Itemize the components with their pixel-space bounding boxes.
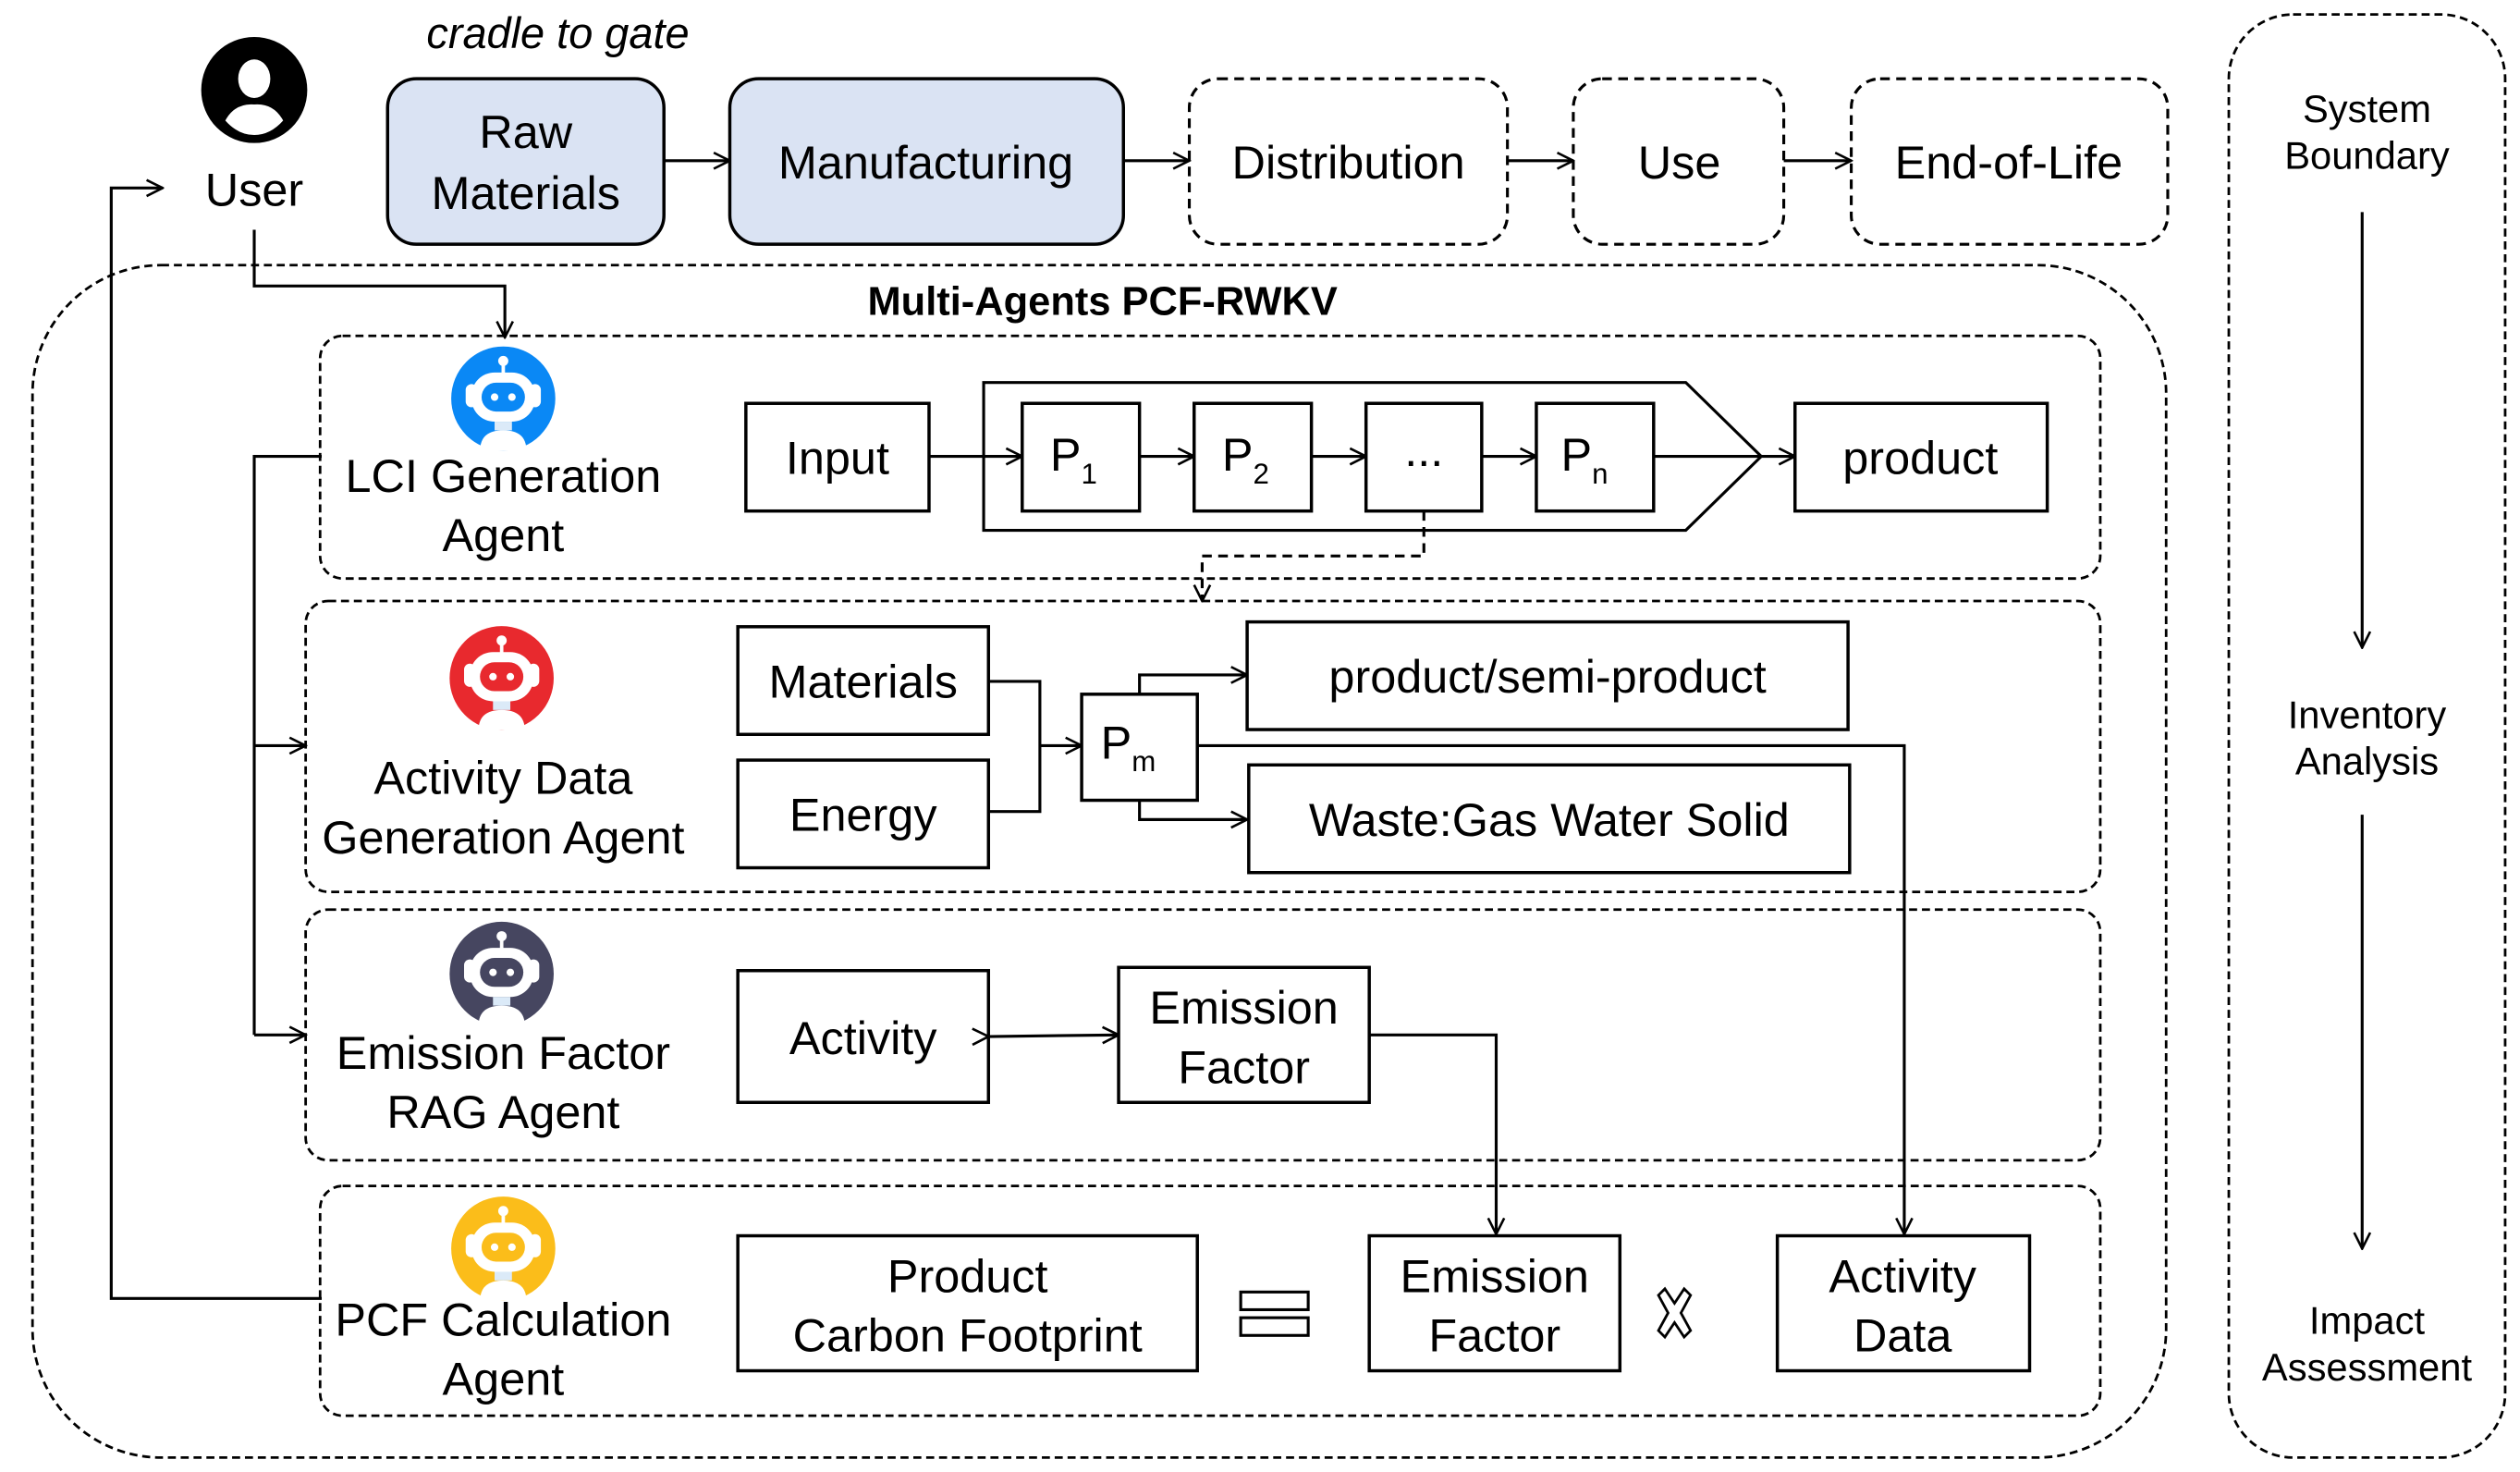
svg-text:Activity: Activity xyxy=(1829,1249,1976,1302)
stage-label: End-of-Life xyxy=(1895,136,2123,189)
svg-text:product: product xyxy=(1842,432,1998,485)
stage-distribution: Distribution xyxy=(1187,77,1510,246)
robot-icon xyxy=(451,1196,556,1301)
svg-text:Energy: Energy xyxy=(789,789,937,841)
svg-text:Emission: Emission xyxy=(1401,1249,1589,1302)
lca-phases-panel: System Boundary Inventory Analysis Impac… xyxy=(2227,13,2507,1459)
svg-text:Factor: Factor xyxy=(1178,1040,1310,1093)
waste-box: Waste:Gas Water Solid xyxy=(1247,763,1852,875)
agent-name: LCI Generation xyxy=(346,449,662,502)
process-pn: Pn xyxy=(1535,401,1656,513)
agent-name: Agent xyxy=(443,509,565,561)
stage-use: Use xyxy=(1572,77,1786,246)
scope-label: cradle to gate xyxy=(426,9,689,57)
arrow-pcf-to-user xyxy=(109,188,323,1300)
product-carbon-footprint-box: Product Carbon Footprint xyxy=(736,1233,1199,1373)
svg-text:Carbon Footprint: Carbon Footprint xyxy=(793,1309,1143,1362)
input-box: Input xyxy=(744,401,931,513)
agent-name: Agent xyxy=(443,1353,565,1405)
process-p1: P1 xyxy=(1021,401,1142,513)
agent-name: Activity Data xyxy=(373,752,633,804)
user-icon xyxy=(201,36,308,143)
agent-name: PCF Calculation xyxy=(335,1293,671,1345)
arrow-emission-factor-to-pcf xyxy=(1369,1033,1496,1234)
emission-factor-box: Emission Factor xyxy=(1117,965,1371,1104)
equation-emission-factor-box: Emission Factor xyxy=(1367,1233,1622,1373)
robot-icon xyxy=(449,922,554,1026)
phase-impact-assessment: Impact xyxy=(2309,1299,2426,1343)
equals-icon xyxy=(1239,1290,1310,1337)
svg-text:P2: P2 xyxy=(1222,428,1269,490)
svg-text:product/semi-product: product/semi-product xyxy=(1328,650,1766,703)
arrow-pm-to-activity-data xyxy=(1197,743,1904,1233)
dashed-arrow-to-activity xyxy=(1202,510,1425,601)
phase-system-boundary: Boundary xyxy=(2284,133,2450,177)
stage-label: Raw xyxy=(479,105,572,158)
process-chain-container xyxy=(982,381,1764,533)
activity-box: Activity xyxy=(736,969,991,1104)
process-pm: Pm xyxy=(1080,693,1199,803)
connector-materials xyxy=(988,680,1042,814)
semi-product-box: product/semi-product xyxy=(1245,619,1850,731)
phase-system-boundary: System xyxy=(2303,87,2431,130)
stage-manufacturing: Manufacturing xyxy=(728,77,1126,246)
robot-icon xyxy=(451,347,556,451)
stage-raw-materials: Raw Materials xyxy=(385,77,666,246)
phase-inventory-analysis: Analysis xyxy=(2295,740,2439,783)
multiply-icon xyxy=(1657,1286,1693,1340)
arrow-user-to-lci xyxy=(252,229,505,337)
svg-text:Emission: Emission xyxy=(1149,981,1338,1034)
svg-text:Factor: Factor xyxy=(1428,1309,1560,1362)
svg-text:Materials: Materials xyxy=(769,655,958,707)
activity-data-agent-row: Activity Data Generation Agent Materials… xyxy=(304,599,2102,893)
svg-text:Pn: Pn xyxy=(1561,428,1609,490)
pcf-calculation-agent-row: PCF Calculation Agent Product Carbon Foo… xyxy=(318,1184,2102,1417)
svg-text:Waste:Gas Water Solid: Waste:Gas Water Solid xyxy=(1309,793,1790,846)
stage-end-of-life: End-of-Life xyxy=(1850,77,2170,246)
connector-lci-branch xyxy=(252,455,323,1036)
phase-impact-assessment: Assessment xyxy=(2262,1345,2473,1389)
materials-box: Materials xyxy=(736,625,991,736)
svg-text:Pm: Pm xyxy=(1101,716,1156,778)
svg-text:Input: Input xyxy=(786,432,889,485)
stage-label: Distribution xyxy=(1232,136,1465,189)
svg-text:...: ... xyxy=(1404,423,1443,476)
lci-generation-agent-row: LCI Generation Agent Input P1 P2 ... Pn xyxy=(318,334,2102,601)
energy-box: Energy xyxy=(736,758,991,870)
phase-inventory-analysis: Inventory xyxy=(2288,693,2447,736)
svg-text:Activity: Activity xyxy=(789,1012,937,1064)
framework-title: Multi-Agents PCF-RWKV xyxy=(868,280,1338,325)
process-ellipsis: ... xyxy=(1364,401,1484,513)
agent-name: Generation Agent xyxy=(322,811,684,864)
svg-text:P1: P1 xyxy=(1050,428,1097,490)
framework-boundary xyxy=(31,264,2168,1459)
activity-data-box: Activity Data xyxy=(1775,1233,2032,1373)
user-label: User xyxy=(205,163,303,215)
arrow-pm-product xyxy=(1138,675,1247,694)
robot-icon xyxy=(449,626,554,730)
agent-name: RAG Agent xyxy=(386,1086,619,1138)
stage-label: Use xyxy=(1638,136,1721,189)
bidirectional-arrow xyxy=(988,1035,1119,1037)
stage-label: Materials xyxy=(432,166,620,219)
process-p2: P2 xyxy=(1193,401,1314,513)
arrow-pm-waste xyxy=(1138,800,1247,820)
svg-text:Data: Data xyxy=(1853,1309,1952,1362)
agent-name: Emission Factor xyxy=(336,1026,670,1079)
emission-factor-agent-row: Emission Factor RAG Agent Activity Emiss… xyxy=(304,908,2102,1162)
svg-text:Product: Product xyxy=(887,1249,1048,1302)
stage-label: Manufacturing xyxy=(778,136,1073,189)
product-box: product xyxy=(1793,401,2049,513)
